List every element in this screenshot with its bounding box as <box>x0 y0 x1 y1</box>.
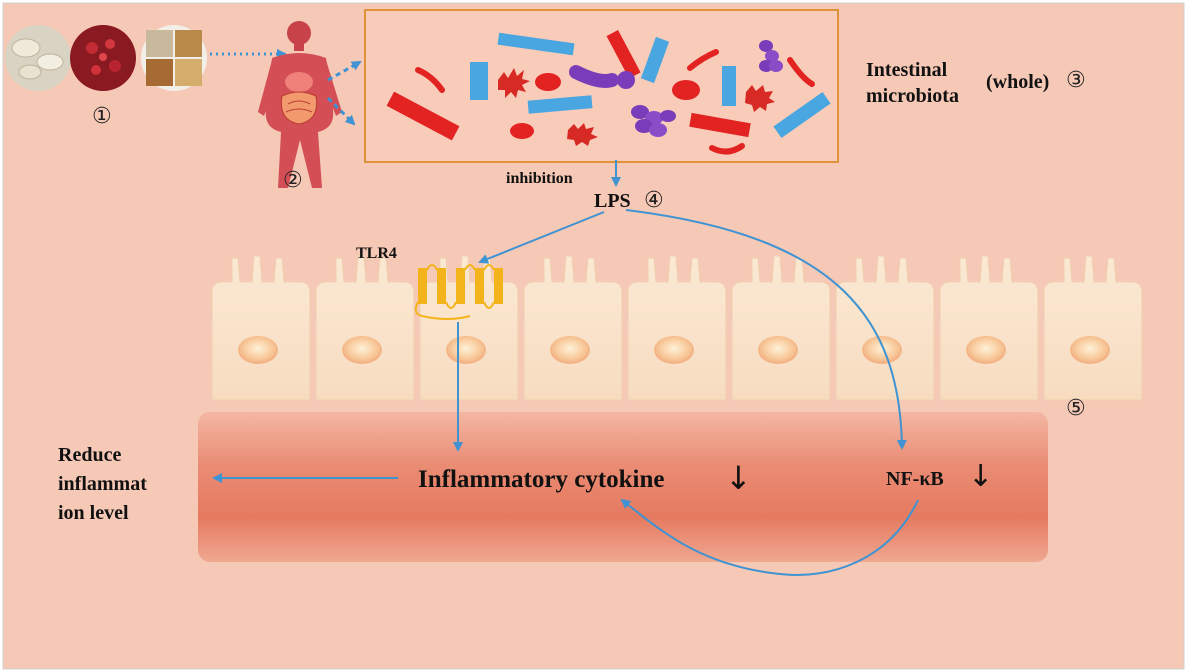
tlr4-label: TLR4 <box>356 245 397 262</box>
nfkb-label: NF-κB <box>886 468 944 490</box>
cytokine-down-arrow: ↓ <box>725 459 752 497</box>
step-1-label: ① <box>92 104 112 129</box>
microbiota-box <box>364 9 839 163</box>
microbiota-label-line1: Intestinal <box>866 59 948 81</box>
body-arrow-up <box>327 60 362 82</box>
step-5-label: ⑤ <box>1066 396 1086 421</box>
lps-label: LPS <box>594 190 631 212</box>
step-4-label: ④ <box>644 188 664 213</box>
body-arrow-down <box>326 96 356 126</box>
microbiota-label-line2: microbiota <box>866 85 959 107</box>
reduce-label-line3: ion level <box>58 502 129 524</box>
nfkb-to-cytokine-arrow <box>620 498 919 576</box>
nfkb-down-arrow: ↓ <box>968 459 994 494</box>
whole-label: (whole) <box>986 71 1050 93</box>
cytokine-label: Inflammatory cytokine <box>418 466 665 493</box>
lps-to-tlr4-arrow <box>478 211 605 264</box>
step-3-label: ③ <box>1066 68 1086 93</box>
bacteria-icon <box>386 29 831 155</box>
step-2-label: ② <box>283 168 303 193</box>
tissue-layer <box>198 412 1048 562</box>
reduce-label-line2: inflammat <box>58 473 147 495</box>
reduce-label-line1: Reduce <box>58 444 122 466</box>
epithelial-cell-icon <box>211 255 1143 401</box>
tlr4-receptor-icon <box>414 264 503 320</box>
inhibition-label: inhibition <box>506 170 573 187</box>
lps-to-nfkb-arrow <box>625 209 907 450</box>
herbal-medicine-icon <box>5 25 207 91</box>
human-body-icon <box>258 21 342 188</box>
